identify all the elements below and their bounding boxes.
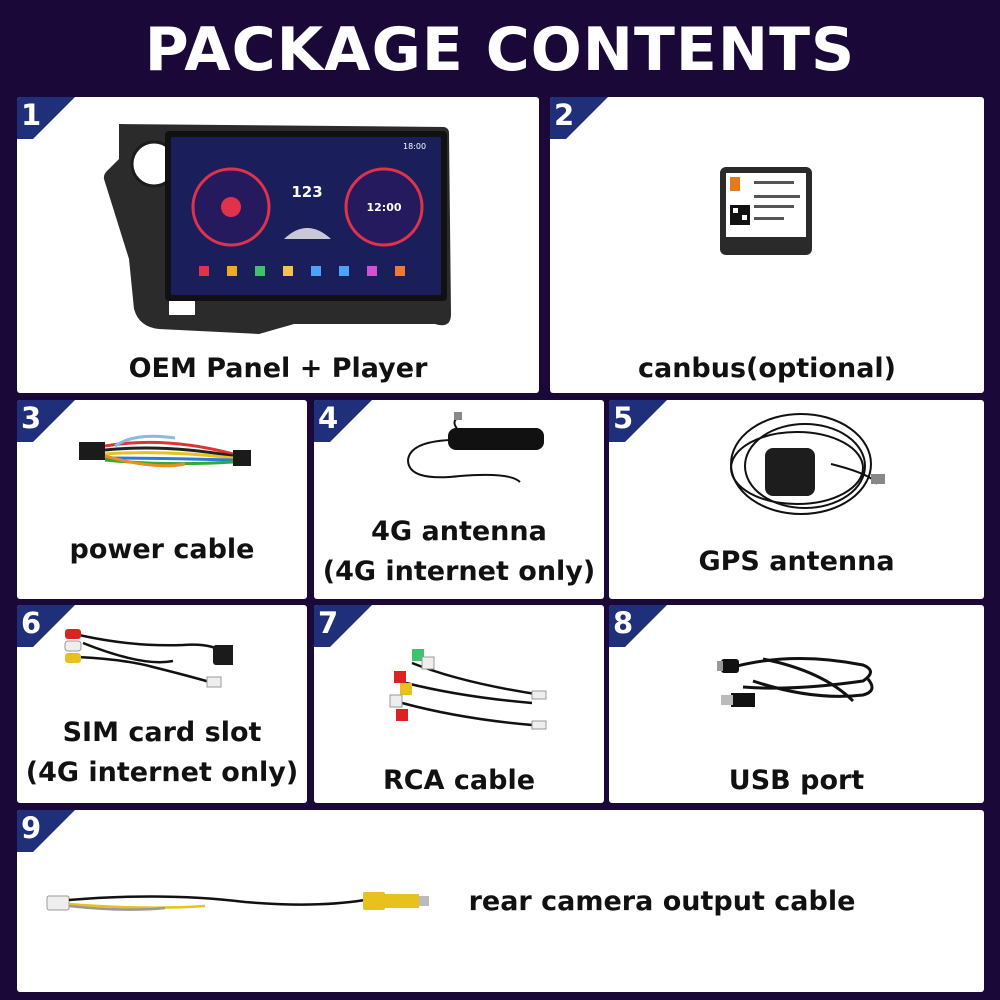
- item-label: SIM card slot (4G internet only): [25, 717, 299, 788]
- item-card-rca-cable: 7 RCA cable: [314, 605, 604, 803]
- item-label: GPS antenna: [698, 546, 895, 577]
- item-number-badge: 2: [550, 97, 608, 139]
- item-number-badge: 7: [314, 605, 372, 647]
- screen-clock: 18:00: [403, 142, 426, 151]
- item-label: RCA cable: [382, 765, 536, 796]
- head-unit-icon: 18:00 123 12:00: [103, 124, 451, 334]
- item-card-usb-port: 8 USB port: [609, 605, 984, 803]
- sim-cable-icon: [64, 629, 233, 688]
- camera-cable-icon: [46, 892, 429, 911]
- item-card-rear-camera-cable: 9 rear camera output cable: [17, 810, 984, 992]
- item-card-sim-slot: 6 SIM card slot (4G internet only): [17, 605, 307, 803]
- item-number: 5: [613, 401, 634, 435]
- item-number-badge: 1: [17, 97, 75, 139]
- canbus-box-icon: [720, 167, 812, 255]
- item-label: canbus(optional): [637, 353, 897, 384]
- item-number-badge: 5: [609, 400, 667, 442]
- item-number: 4: [318, 401, 339, 435]
- power-cable-icon: [79, 434, 251, 468]
- item-number-badge: 9: [17, 810, 75, 852]
- item-label: USB port: [728, 765, 865, 796]
- item-number: 9: [21, 811, 42, 845]
- item-number-badge: 6: [17, 605, 75, 647]
- item-card-oem-panel: 1 18:00 123 12:00 OEM Panel + Player: [17, 97, 539, 393]
- item-card-4g-antenna: 4 4G antenna (4G internet only): [314, 400, 604, 599]
- usb-cable-icon: [717, 657, 874, 707]
- 4g-antenna-icon: [406, 412, 544, 483]
- item-label: rear camera output cable: [468, 886, 856, 917]
- item-number-badge: 8: [609, 605, 667, 647]
- item-number: 1: [21, 98, 42, 132]
- screen-speed: 123: [291, 183, 322, 201]
- rca-cable-icon: [389, 649, 547, 730]
- item-number: 2: [554, 98, 575, 132]
- item-card-power-cable: 3 power cable: [17, 400, 307, 599]
- item-label: OEM Panel + Player: [128, 353, 428, 384]
- item-number: 8: [613, 606, 634, 640]
- item-card-gps-antenna: 5 GPS antenna: [609, 400, 984, 599]
- item-number-badge: 3: [17, 400, 75, 442]
- page-title: PACKAGE CONTENTS: [144, 15, 856, 85]
- screen-time: 12:00: [366, 201, 401, 214]
- item-label: power cable: [69, 534, 255, 565]
- item-number: 6: [21, 606, 42, 640]
- item-number-badge: 4: [314, 400, 372, 442]
- gps-antenna-icon: [730, 413, 885, 515]
- item-number: 3: [21, 401, 42, 435]
- item-card-canbus: 2 canbus(optional): [550, 97, 984, 393]
- item-label: 4G antenna (4G internet only): [322, 516, 596, 587]
- item-number: 7: [318, 606, 339, 640]
